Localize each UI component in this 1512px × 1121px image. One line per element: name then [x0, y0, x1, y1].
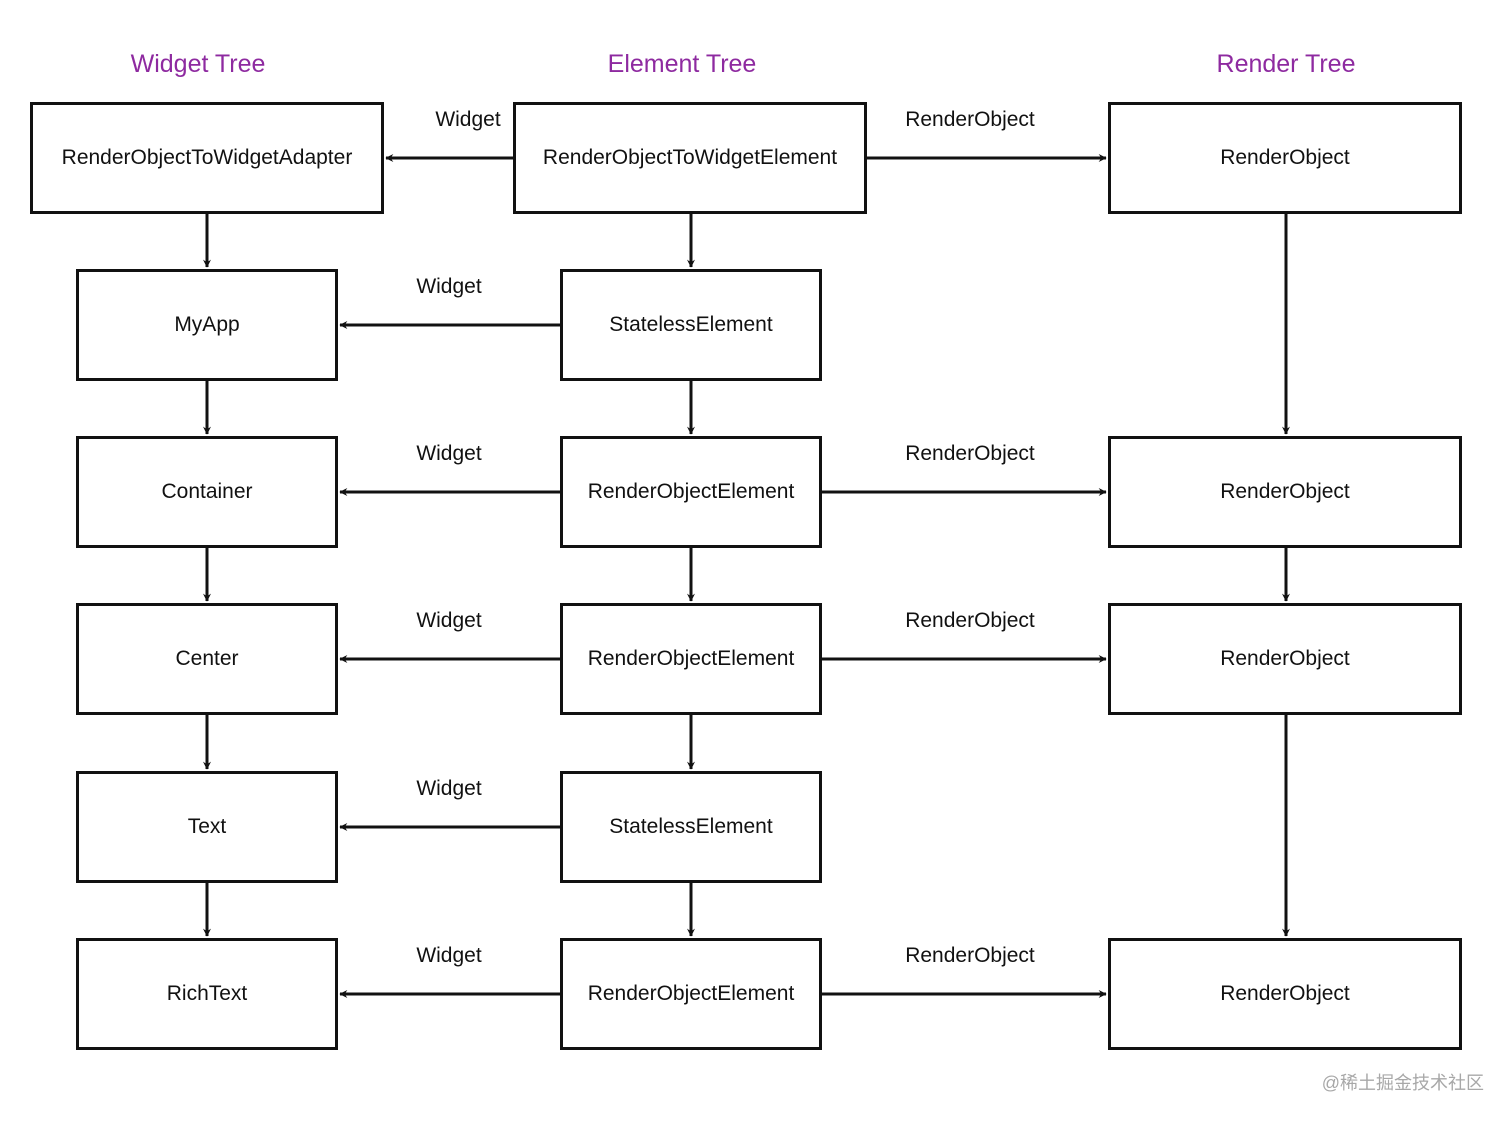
element-node: StatelessElement	[560, 771, 822, 883]
element-node: RenderObjectToWidgetElement	[513, 102, 867, 214]
widget-edge-label: Widget	[416, 944, 482, 967]
render-node: RenderObject	[1108, 938, 1462, 1050]
element-node: RenderObjectElement	[560, 603, 822, 715]
render-node: RenderObject	[1108, 436, 1462, 548]
widget-node: Text	[76, 771, 338, 883]
widget-edge-label: Widget	[416, 442, 482, 465]
widget-tree-title: Widget Tree	[130, 50, 266, 78]
render-object-edge-label: RenderObject	[905, 944, 1035, 967]
element-node: StatelessElement	[560, 269, 822, 381]
watermark: @稀土掘金技术社区	[1321, 1073, 1484, 1093]
widget-edge-label: Widget	[416, 777, 482, 800]
widget-node: MyApp	[76, 269, 338, 381]
element-node: RenderObjectElement	[560, 436, 822, 548]
widget-edge-label: Widget	[416, 275, 482, 298]
render-object-edge-label: RenderObject	[905, 108, 1035, 131]
widget-node: RichText	[76, 938, 338, 1050]
element-node: RenderObjectElement	[560, 938, 822, 1050]
widget-edge-label: Widget	[435, 108, 501, 131]
widget-node: RenderObjectToWidgetAdapter	[30, 102, 384, 214]
render-object-edge-label: RenderObject	[905, 442, 1035, 465]
render-node: RenderObject	[1108, 603, 1462, 715]
element-tree-title: Element Tree	[607, 50, 757, 78]
widget-edge-label: Widget	[416, 609, 482, 632]
render-tree-title: Render Tree	[1216, 50, 1356, 78]
widget-node: Container	[76, 436, 338, 548]
render-node: RenderObject	[1108, 102, 1462, 214]
widget-node: Center	[76, 603, 338, 715]
render-object-edge-label: RenderObject	[905, 609, 1035, 632]
